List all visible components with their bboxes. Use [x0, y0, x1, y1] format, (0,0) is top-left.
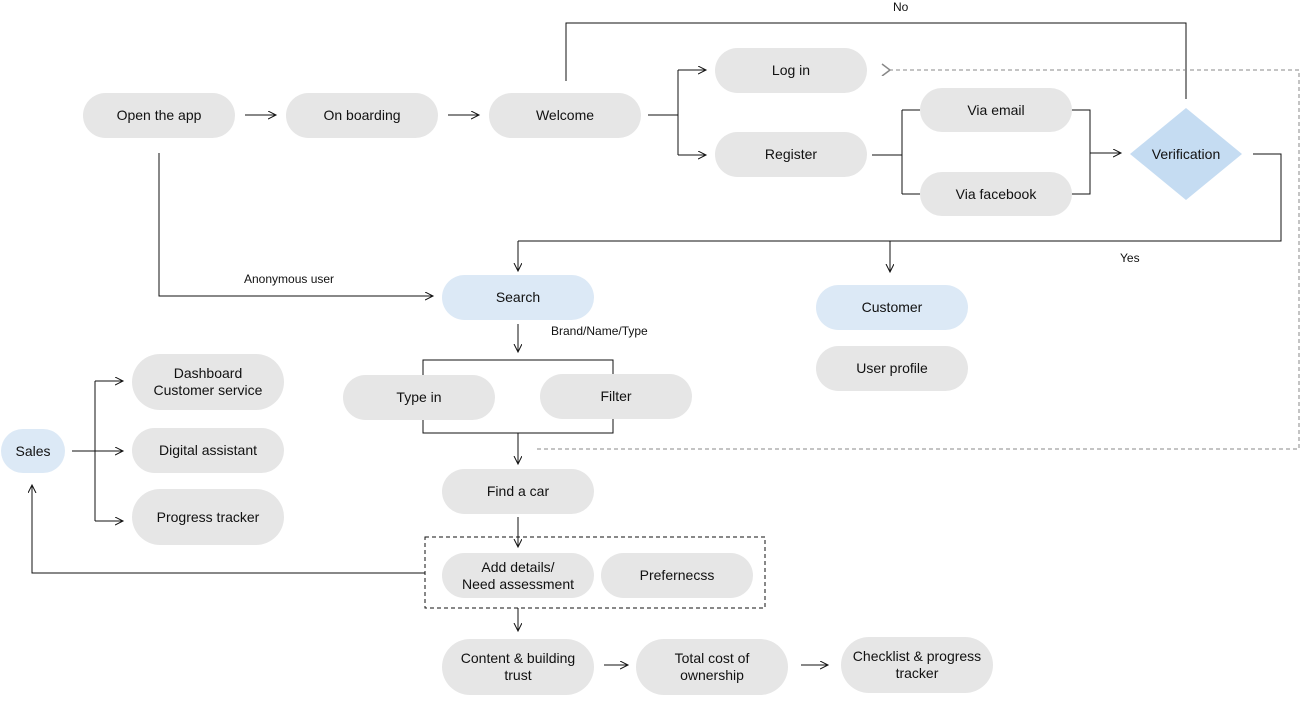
label-brand-name-type: Brand/Name/Type [551, 324, 648, 338]
label-yes: Yes [1120, 251, 1140, 265]
node-type-in: Type in [343, 375, 495, 420]
edge-anonymous-path [158, 153, 433, 296]
node-register: Register [715, 132, 867, 177]
node-welcome: Welcome [489, 93, 641, 138]
node-filter: Filter [540, 374, 692, 419]
node-dashboard: Dashboard Customer service [132, 354, 284, 410]
node-on-boarding: On boarding [286, 93, 438, 138]
node-digital-assistant: Digital assistant [132, 428, 284, 473]
node-via-email: Via email [920, 88, 1072, 132]
node-total-cost: Total cost of ownership [636, 639, 788, 695]
edge-merge-to-verification [1071, 109, 1091, 195]
node-customer: Customer [816, 285, 968, 330]
verification-diamond [1130, 108, 1242, 200]
node-find-car: Find a car [442, 469, 594, 514]
edge-no-loop [565, 22, 1187, 99]
edge-to-sales [32, 485, 425, 574]
edge-dashed-feedback [537, 70, 1300, 450]
node-user-profile: User profile [816, 346, 968, 391]
edge-register-branch [872, 109, 920, 195]
node-add-details: Add details/ Need assessment [442, 553, 594, 598]
node-verification-label: Verification [1151, 146, 1221, 162]
label-anonymous-user: Anonymous user [244, 272, 335, 286]
label-no: No [893, 0, 909, 14]
node-sales: Sales [1, 429, 65, 473]
node-log-in: Log in [715, 48, 867, 93]
node-via-facebook: Via facebook [920, 172, 1072, 216]
edge-welcome-branch [648, 70, 679, 155]
node-progress-tracker: Progress tracker [132, 489, 284, 545]
node-content-trust: Content & building trust [442, 639, 594, 695]
node-open-app: Open the app [83, 93, 235, 138]
node-preferences: Prefernecss [601, 553, 753, 598]
node-search: Search [442, 275, 594, 320]
edge-yes-path [518, 153, 1282, 242]
node-checklist: Checklist & progress tracker [841, 637, 993, 693]
